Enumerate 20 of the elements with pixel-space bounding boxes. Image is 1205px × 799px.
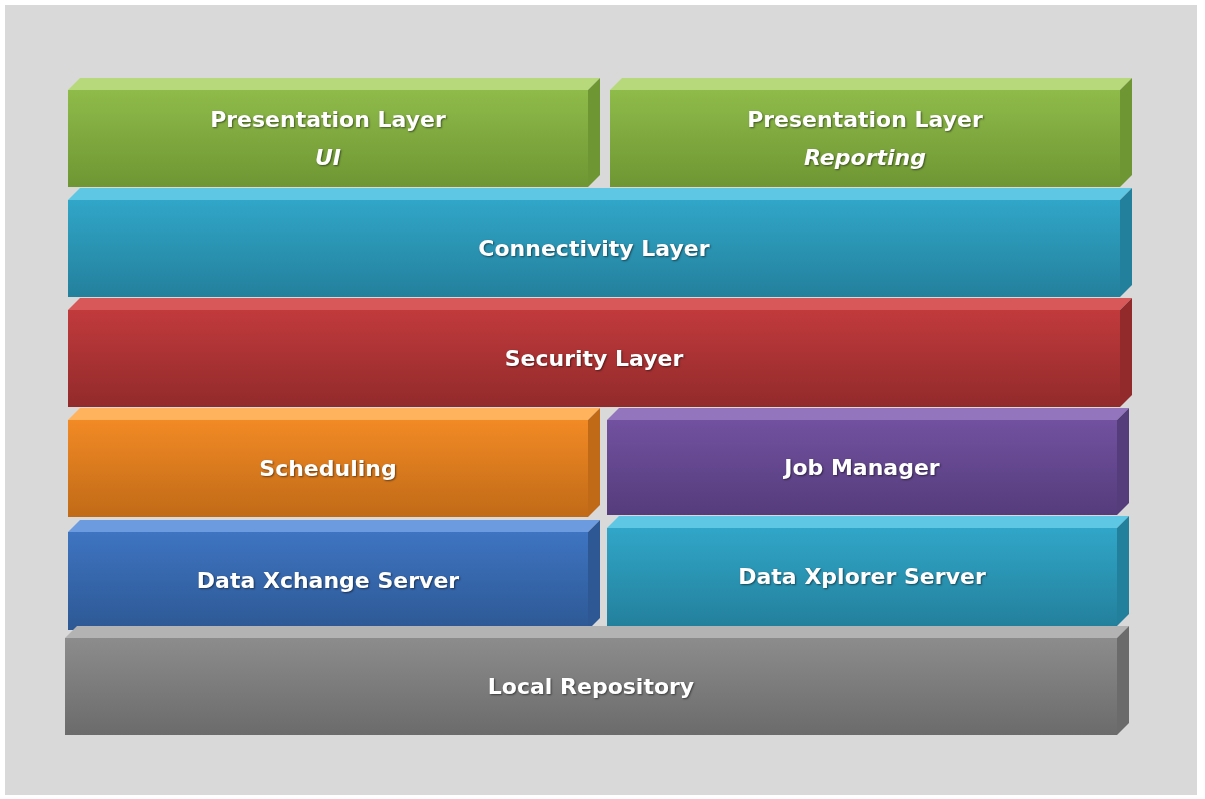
layer-title: Local Repository xyxy=(487,672,695,701)
layer-subtitle: UI xyxy=(314,143,342,172)
layer-block xyxy=(68,310,1120,407)
layer-title: Connectivity Layer xyxy=(478,234,710,263)
layer-title: Data Xplorer Server xyxy=(738,563,986,591)
layer-title: Job Manager xyxy=(784,453,940,482)
layer-title: Presentation Layer xyxy=(747,105,983,134)
layer-title: Presentation Layer xyxy=(210,105,446,134)
layer-block xyxy=(607,420,1117,515)
layer-title: Scheduling xyxy=(259,454,397,483)
layer-block xyxy=(607,528,1117,626)
layer-title: Data Xchange Server xyxy=(196,567,460,595)
layer-subtitle: Reporting xyxy=(804,143,926,172)
layer-block xyxy=(610,90,1120,187)
layer-block xyxy=(68,532,588,630)
layer-block xyxy=(68,90,588,187)
layer-block xyxy=(65,638,1117,735)
layer-block xyxy=(68,420,588,517)
layer-block xyxy=(68,200,1120,297)
layer-title: Security Layer xyxy=(504,344,684,373)
